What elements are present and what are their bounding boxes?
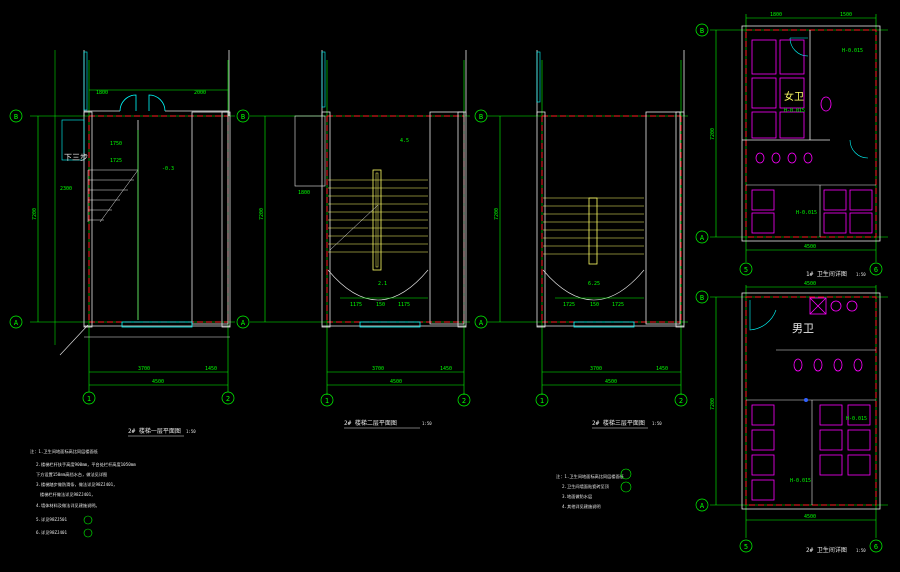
toilet-f-dim-top-left: 1800 <box>770 12 782 18</box>
toilet-f-dim-bottom-total: 4500 <box>804 244 816 250</box>
plan2-level-mid: 2.1 <box>378 281 387 287</box>
plan3-dim-bottom-right: 1450 <box>656 366 668 372</box>
axis-label-5: 5 <box>744 266 748 274</box>
axis-bubbles <box>9 23 883 553</box>
plan3-dim-left-total: 7200 <box>494 208 500 220</box>
toilet-f-dim-left-total: 7200 <box>710 128 716 140</box>
note-right-line: 注：1.卫生间地面标高比同层楼面低 <box>556 473 625 480</box>
plan1-dim-left-total: 7200 <box>32 208 38 220</box>
toilet-m-dim-bottom-total: 4500 <box>804 514 816 520</box>
toilet-f-title: 1# 卫生间详图 <box>806 270 847 278</box>
toilet-m-title: 2# 卫生间详图 <box>806 546 847 554</box>
axis-label-b: B <box>241 113 245 121</box>
toilet-f-level-c: H-0.015 <box>796 210 817 216</box>
plan-stair-level-3: 3700 1450 4500 7200 1725 150 1725 6.25 2… <box>487 50 688 429</box>
plan1-stair-label: 下三步 <box>64 153 88 162</box>
plan2-dim-bottom-total: 4500 <box>390 379 402 385</box>
axis-label-2: 2 <box>226 395 230 403</box>
axis-label-2: 2 <box>462 397 466 405</box>
plan-toilet-female: 1800 1500 7200 4500 H-0.015 H-0.015 H-0.… <box>710 12 888 278</box>
toilet-m-scale: 1:50 <box>856 548 866 553</box>
axis-label-b: B <box>700 294 704 302</box>
notes-right: 注：1.卫生间地面标高比同层楼面低 2.卫生间墙面贴瓷砖至顶 3.地面做防水层 … <box>556 473 625 510</box>
note-left-line: 4.墙体材料及做法详见建施说明。 <box>36 502 100 509</box>
axis-label-1: 1 <box>540 397 544 405</box>
plan-toilet-male: 4500 7200 4500 H-0.015 H-0.015 男卫 2# 卫生间… <box>710 281 888 554</box>
note-left-line: 5.详见98ZJ501 <box>36 516 68 523</box>
note-left-line: 楼梯栏杆做法详见98ZJ401， <box>40 491 95 498</box>
axis-label-1: 1 <box>87 395 91 403</box>
plan1-scale: 1:50 <box>186 429 196 434</box>
plan1-dim-top-right: 2000 <box>194 90 206 96</box>
toilet-m-level-a: H-0.015 <box>846 416 867 422</box>
axis-label-a: A <box>14 319 19 327</box>
plan2-dim-left-small: 1800 <box>298 190 310 196</box>
plan1-dim-middle-a: 1725 <box>110 158 122 164</box>
axis-label-a: A <box>700 234 705 242</box>
note-left-line: 6.详见98ZJ401 <box>36 529 68 536</box>
notes-left: 注：1.卫生间地面标高比同层楼面低 2.楼梯栏杆扶手高度900mm，平台处栏杆高… <box>30 448 136 536</box>
axis-label-5: 5 <box>744 543 748 551</box>
plan1-dim-bottom-inner: 3700 <box>138 366 150 372</box>
axis-label-6: 6 <box>874 266 878 274</box>
plan2-dim-stair-b: 150 <box>376 302 385 308</box>
axis-label-a: A <box>700 502 705 510</box>
toilet-f-level-a: H-0.015 <box>842 48 863 54</box>
plan3-level-mid: 6.25 <box>588 281 600 287</box>
plan2-dim-stair-a: 1175 <box>350 302 362 308</box>
plan2-dim-bottom-right: 1450 <box>440 366 452 372</box>
axis-label-b: B <box>700 27 704 35</box>
plan2-scale: 1:50 <box>422 421 432 426</box>
note-left-line: 3.楼梯踏步做防滑条，做法详见98ZJ401， <box>36 481 117 488</box>
axis-label-1: 1 <box>325 397 329 405</box>
plan3-scale: 1:50 <box>652 421 662 426</box>
plan2-level-top: 4.5 <box>400 138 409 144</box>
plan-stair-level-1: 3700 1450 4500 7200 1800 2000 1725 1750 … <box>30 50 235 437</box>
detail-symbol-icon <box>83 468 632 538</box>
toilet-f-dim-top-right: 1500 <box>840 12 852 18</box>
plan2-dim-bottom-inner: 3700 <box>372 366 384 372</box>
plan1-dim-bottom-right: 1450 <box>205 366 217 372</box>
toilet-m-dim-left-total: 7200 <box>710 398 716 410</box>
axis-label-6: 6 <box>874 543 878 551</box>
axis-label-2: 2 <box>679 397 683 405</box>
note-left-line: 下方设置150mm高挡水台，做法见详图 <box>36 471 107 478</box>
plan3-dim-bottom-total: 4500 <box>605 379 617 385</box>
plan1-dim-middle-b: 1750 <box>110 141 122 147</box>
toilet-m-dim-top-total: 4500 <box>804 281 816 287</box>
toilet-f-scale: 1:50 <box>856 272 866 277</box>
note-right-line: 4.其他详见建施说明 <box>562 503 601 510</box>
plan2-dim-left-total: 7200 <box>259 208 265 220</box>
note-left-line: 注：1.卫生间地面标高比同层楼面低 <box>30 448 99 455</box>
plan1-dim-bottom-total: 4500 <box>152 379 164 385</box>
plan2-dim-stair-c: 1175 <box>398 302 410 308</box>
note-right-line: 3.地面做防水层 <box>562 493 592 500</box>
note-right-line: 2.卫生间墙面贴瓷砖至顶 <box>562 483 610 490</box>
plan3-dim-stair-c: 1725 <box>612 302 624 308</box>
axis-label-a: A <box>479 319 484 327</box>
plan-stair-level-2: 3700 1450 4500 7200 1175 150 1175 4.5 2.… <box>250 50 470 429</box>
plan1-dim-top-left: 1800 <box>96 90 108 96</box>
plan3-title: 2# 楼梯三层平面图 <box>592 419 645 427</box>
plan1-level: -0.3 <box>162 166 174 172</box>
plan3-dim-bottom-inner: 3700 <box>590 366 602 372</box>
toilet-m-label: 男卫 <box>792 322 814 335</box>
plan2-title: 2# 楼梯二层平面图 <box>344 419 397 427</box>
toilet-f-level-b: H-0.015 <box>784 108 805 114</box>
plan1-title: 2# 楼梯一层平面图 <box>128 427 181 435</box>
plan3-dim-stair-a: 1725 <box>563 302 575 308</box>
toilet-f-label: 女卫 <box>784 90 804 103</box>
plan3-dim-stair-b: 150 <box>590 302 599 308</box>
axis-label-a: A <box>241 319 246 327</box>
axis-label-b: B <box>479 113 483 121</box>
note-left-line: 2.楼梯栏杆扶手高度900mm，平台处栏杆高度1050mm <box>36 461 136 468</box>
axis-label-b: B <box>14 113 18 121</box>
plan1-dim-left-small: 2300 <box>60 186 72 192</box>
toilet-m-level-b: H-0.015 <box>790 478 811 484</box>
